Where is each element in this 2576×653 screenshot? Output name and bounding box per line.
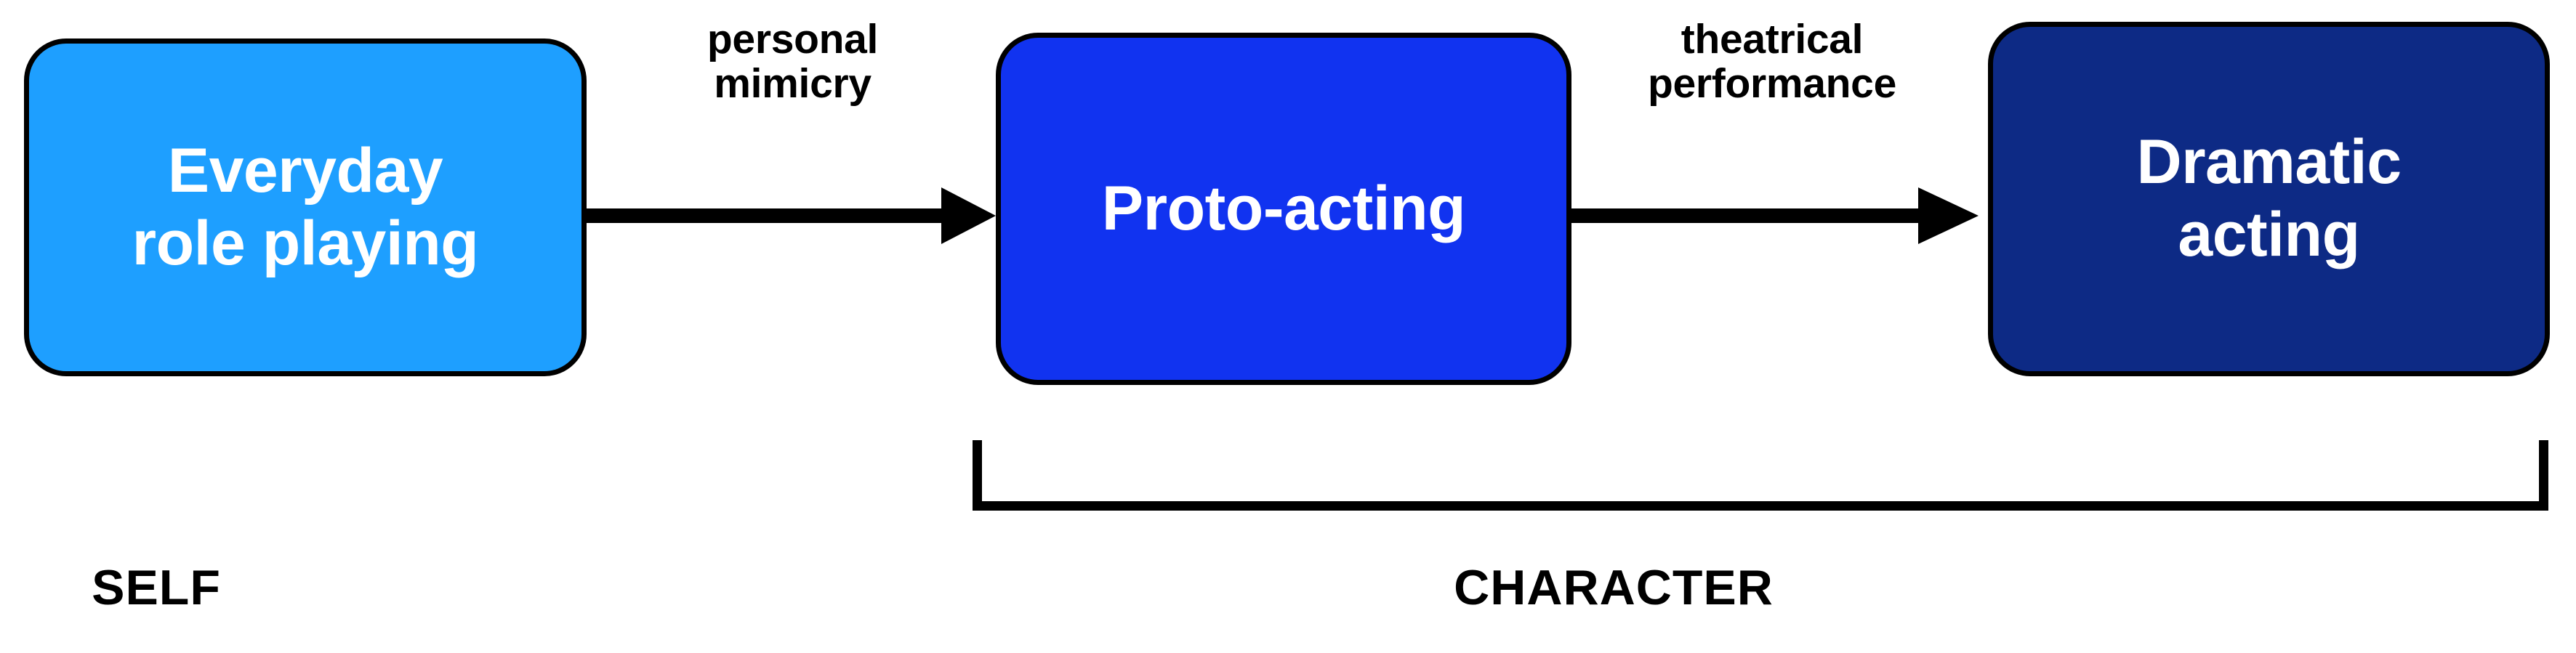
transition-label-personal-mimicry: personal mimicry bbox=[707, 16, 879, 107]
stage-box-dramatic-acting[interactable]: Dramatic acting bbox=[1988, 22, 2550, 376]
arrow-personal-mimicry bbox=[581, 187, 996, 244]
character-group-bracket bbox=[973, 440, 2548, 511]
transition-label-theatrical-performance: theatrical performance bbox=[1648, 16, 1896, 107]
stage-box-everyday-role-playing[interactable]: Everyday role playing bbox=[24, 38, 587, 376]
stage-label-everyday-role-playing: Everyday role playing bbox=[132, 135, 479, 278]
stage-box-proto-acting[interactable]: Proto-acting bbox=[996, 33, 1571, 385]
arrow-theatrical-performance bbox=[1567, 187, 1979, 244]
stage-label-proto-acting: Proto-acting bbox=[1101, 173, 1466, 243]
group-caption-self: SELF bbox=[92, 560, 221, 615]
group-caption-character: CHARACTER bbox=[1454, 560, 1774, 615]
stage-label-dramatic-acting: Dramatic acting bbox=[2136, 127, 2402, 269]
